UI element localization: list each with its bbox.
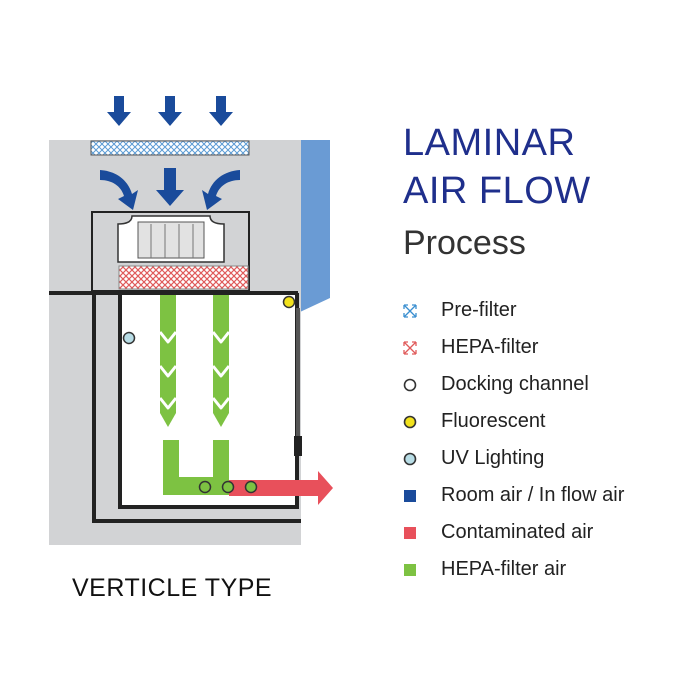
blower-core xyxy=(137,221,205,259)
pre-filter-icon xyxy=(400,301,420,321)
legend-item-fluorescent: Fluorescent xyxy=(400,403,624,440)
docking-channel xyxy=(244,480,258,494)
room-air-arrow xyxy=(158,96,182,126)
legend-item-contaminated-air: Contaminated air xyxy=(400,514,624,551)
legend-label: Contaminated air xyxy=(441,521,594,543)
legend-item-docking-channel: Docking channel xyxy=(400,366,624,403)
subtitle: Process xyxy=(403,224,526,262)
intake-arrows xyxy=(107,96,233,126)
sash-rail xyxy=(296,308,300,438)
room-air-arrow xyxy=(202,170,240,210)
room-air-arrow xyxy=(209,96,233,126)
legend-label: UV Lighting xyxy=(441,447,545,469)
uv-lighting-icon xyxy=(400,449,420,469)
docking-channel-icon xyxy=(400,375,420,395)
blower-intake-arrows xyxy=(100,168,240,210)
side-panel xyxy=(300,140,330,312)
legend-label: Fluorescent xyxy=(441,410,546,432)
legend-item-room-air: Room air / In flow air xyxy=(400,477,624,514)
flow-chevrons xyxy=(158,331,231,410)
legend-item-hepa-filter-air: HEPA-filter air xyxy=(400,551,624,588)
hepa-air-stream xyxy=(163,440,229,495)
sash-handle xyxy=(294,436,302,456)
docking-channels xyxy=(198,480,258,494)
fluorescent-light xyxy=(282,295,296,309)
room-air-arrow xyxy=(107,96,131,126)
legend-item-hepa-filter: HEPA-filter xyxy=(400,329,624,366)
hepa-air-streams xyxy=(160,295,229,495)
legend-item-pre-filter: Pre-filter xyxy=(400,292,624,329)
diagram-caption: VERTICLE TYPE xyxy=(72,574,273,602)
hepa-air-stream xyxy=(213,295,229,427)
title-line-1: LAMINAR xyxy=(403,122,576,164)
fluorescent-icon xyxy=(400,412,420,432)
room-air-arrow xyxy=(156,168,184,206)
pre-filter xyxy=(90,140,250,156)
uv-light xyxy=(122,331,136,345)
legend-label: Pre-filter xyxy=(441,299,517,321)
contaminated-air-icon xyxy=(400,523,420,543)
legend-item-uv-lighting: UV Lighting xyxy=(400,440,624,477)
hepa-filter xyxy=(118,265,249,290)
legend-label: HEPA-filter xyxy=(441,336,539,358)
legend: Pre-filter HEPA-filter Docking channel F… xyxy=(400,292,624,588)
docking-channel xyxy=(221,480,235,494)
hepa-filter-air-icon xyxy=(400,560,420,580)
docking-channel xyxy=(198,480,212,494)
room-air-icon xyxy=(400,486,420,506)
hepa-filter-icon xyxy=(400,338,420,358)
hepa-air-stream xyxy=(160,295,176,427)
work-zone xyxy=(120,294,297,507)
room-air-arrow xyxy=(100,170,138,210)
legend-label: Docking channel xyxy=(441,373,589,395)
legend-label: Room air / In flow air xyxy=(441,484,625,506)
legend-label: HEPA-filter air xyxy=(441,558,567,580)
title-line-2: AIR FLOW xyxy=(403,170,591,212)
contaminated-air-arrow xyxy=(229,471,333,505)
